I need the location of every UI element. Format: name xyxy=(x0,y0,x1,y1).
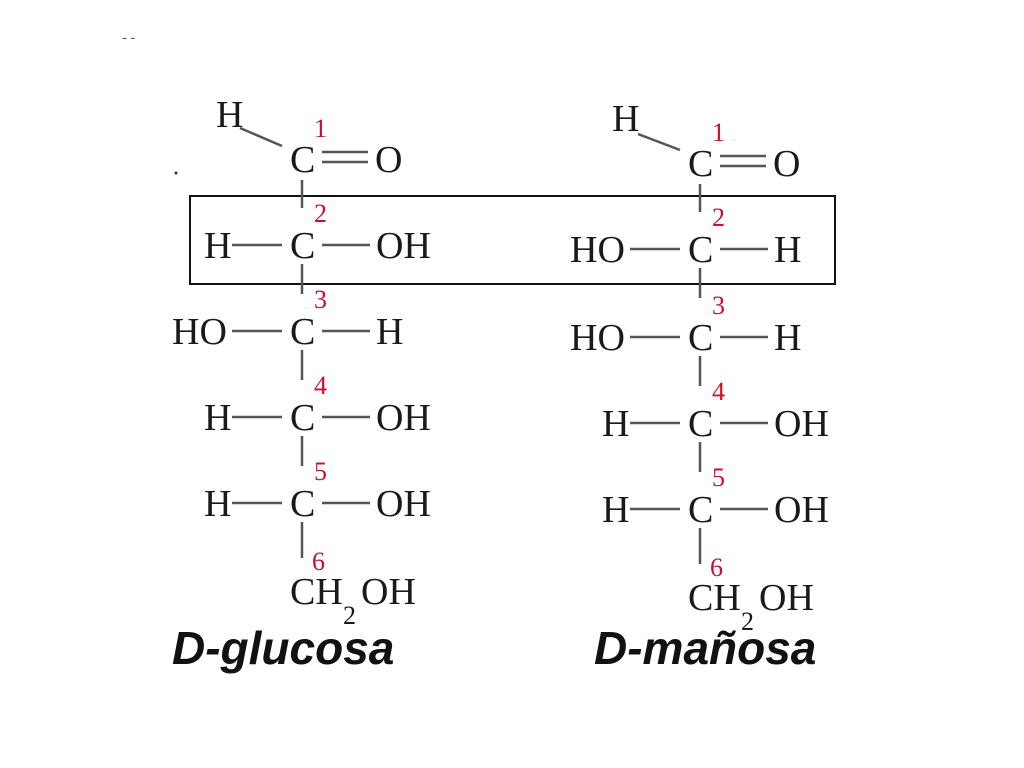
mannose-h-c1-bond xyxy=(637,132,681,152)
glucose-c4-number: 4 xyxy=(314,371,327,400)
mannose-c5: C xyxy=(688,489,713,531)
glucose-c6-oh: OH xyxy=(361,571,416,613)
mannose-c3-left: HO xyxy=(570,317,625,359)
mannose-c1-number: 1 xyxy=(712,118,725,147)
glucose-name: D-glucosa xyxy=(172,622,394,674)
corner-mark: - - xyxy=(122,29,136,45)
mannose-c2-left: HO xyxy=(570,229,625,271)
mannose-aldehyde-h: H xyxy=(612,98,639,140)
mannose-c5-left: H xyxy=(602,489,629,531)
glucose-c6-number: 6 xyxy=(312,547,325,576)
glucose-c2-right: OH xyxy=(376,225,431,267)
glucose-c5-right: OH xyxy=(376,483,431,525)
mannose-c1: C xyxy=(688,143,713,185)
glucose-c1-number: 1 xyxy=(314,114,327,143)
mannose-c3: C xyxy=(688,317,713,359)
carbon-2-highlight-frame xyxy=(189,195,836,285)
glucose-h-c1-bond xyxy=(239,126,283,148)
glucose-c1: C xyxy=(290,139,315,181)
mannose-c4: C xyxy=(688,403,713,445)
mannose-c6-oh: OH xyxy=(759,577,814,619)
glucose-c3-right: H xyxy=(376,311,403,353)
mannose-aldehyde-o: O xyxy=(773,143,800,185)
mannose-c6-subscript: 2 xyxy=(741,607,754,636)
mannose-c4-left: H xyxy=(602,403,629,445)
glucose-c2: C xyxy=(290,225,315,267)
mannose-c3-right: H xyxy=(774,317,801,359)
glucose-c3-left: HO xyxy=(172,311,227,353)
mannose-c5-number: 5 xyxy=(712,463,725,492)
mannose-c2-number: 2 xyxy=(712,203,725,232)
mannose-c3-number: 3 xyxy=(712,291,725,320)
glucose-c2-number: 2 xyxy=(314,199,327,228)
mannose-c2: C xyxy=(688,229,713,271)
molecule-mannose: H C 1 O HO C 2 H HO C 3 H H C 4 OH H xyxy=(570,98,829,674)
mannose-c2-right: H xyxy=(774,229,801,271)
glucose-c3-number: 3 xyxy=(314,285,327,314)
mannose-c4-right: OH xyxy=(774,403,829,445)
glucose-aldehyde-o: O xyxy=(375,139,402,181)
mannose-c4-number: 4 xyxy=(712,377,725,406)
molecule-glucose: H C 1 O H C 2 OH HO C 3 H H C 4 OH H xyxy=(172,94,431,674)
glucose-c3: C xyxy=(290,311,315,353)
glucose-c2-left: H xyxy=(204,225,231,267)
glucose-c4-right: OH xyxy=(376,397,431,439)
glucose-c5: C xyxy=(290,483,315,525)
glucose-c4-left: H xyxy=(204,397,231,439)
glucose-aldehyde-h: H xyxy=(216,94,243,136)
glucose-c6-ch: CH xyxy=(290,571,343,613)
glucose-c5-number: 5 xyxy=(314,457,327,486)
mannose-c6-ch: CH xyxy=(688,577,741,619)
glucose-c5-left: H xyxy=(204,483,231,525)
mannose-c5-right: OH xyxy=(774,489,829,531)
glucose-c6-subscript: 2 xyxy=(343,601,356,630)
mannose-c6-number: 6 xyxy=(710,553,723,582)
glucose-c4: C xyxy=(290,397,315,439)
stray-dot xyxy=(174,171,178,175)
mannose-name: D-mañosa xyxy=(594,622,816,674)
